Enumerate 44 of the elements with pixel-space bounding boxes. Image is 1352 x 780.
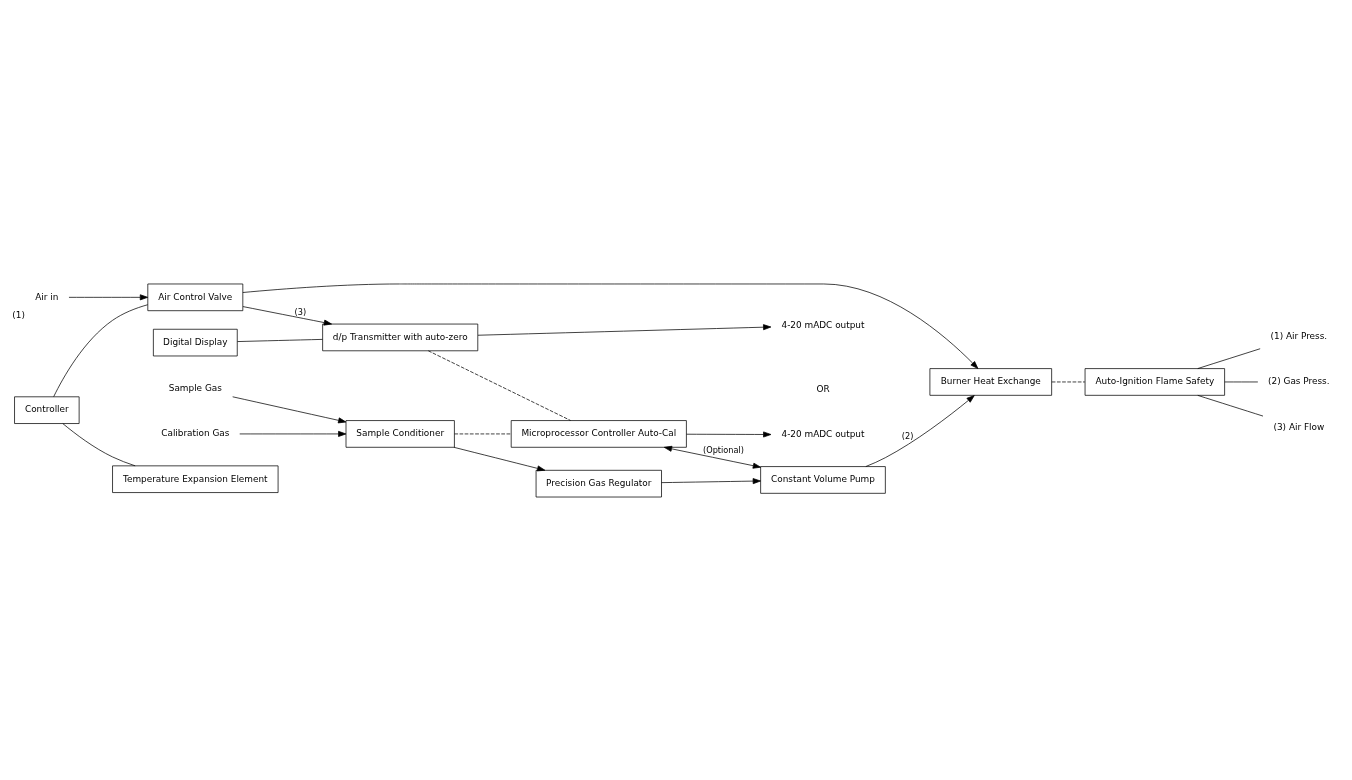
edge-label: (2) [901, 430, 914, 441]
arrow [232, 395, 347, 423]
connector [62, 422, 136, 466]
edge-label: (Optional) [703, 444, 744, 455]
arrow [239, 430, 347, 437]
arrow [242, 305, 332, 326]
arrow [68, 293, 149, 300]
node-box: Temperature Expansion Element [112, 465, 279, 493]
node-text: Calibration Gas [161, 427, 230, 438]
arrow [661, 477, 761, 484]
connector [1224, 381, 1259, 382]
arrow [242, 283, 979, 369]
node-box: Auto-Ignition Flame Safety [1084, 367, 1225, 396]
node-text: 4-20 mADC output [781, 319, 865, 330]
node-box: Precision Gas Regulator [535, 469, 662, 497]
node-box: Microprocessor Controller Auto-Cal [510, 419, 687, 448]
connector [237, 338, 323, 342]
connector [1197, 347, 1261, 369]
connector [428, 349, 571, 421]
node-box: Constant Volume Pump [760, 465, 886, 494]
node-box: Burner Heat Exchange [929, 367, 1052, 396]
arrow [686, 431, 772, 437]
node-box: Sample Conditioner [345, 419, 455, 448]
connector [1197, 394, 1264, 416]
edge-label: (3) [294, 306, 307, 317]
node-text: Sample Gas [168, 382, 222, 393]
arrow [453, 446, 546, 471]
node-text: (3) Air Flow [1273, 421, 1325, 432]
connector [454, 433, 512, 434]
node-box: Digital Display [153, 328, 238, 356]
node-box: Controller [14, 395, 80, 424]
node-text: Air in [35, 291, 59, 302]
arrow [663, 445, 761, 469]
connector [53, 303, 149, 397]
connector [1051, 381, 1086, 382]
node-text: 4-20 mADC output [781, 428, 865, 439]
node-box: d/p Transmitter with auto-zero [322, 323, 479, 351]
node-text: (2) Gas Press. [1268, 375, 1330, 386]
node-label: (1) [12, 309, 25, 320]
node-text: (1) Air Press. [1270, 330, 1328, 341]
label: OR [816, 383, 830, 394]
arrow [865, 394, 975, 467]
arrow [477, 323, 772, 336]
node-box: Air Control Valve [147, 283, 244, 311]
